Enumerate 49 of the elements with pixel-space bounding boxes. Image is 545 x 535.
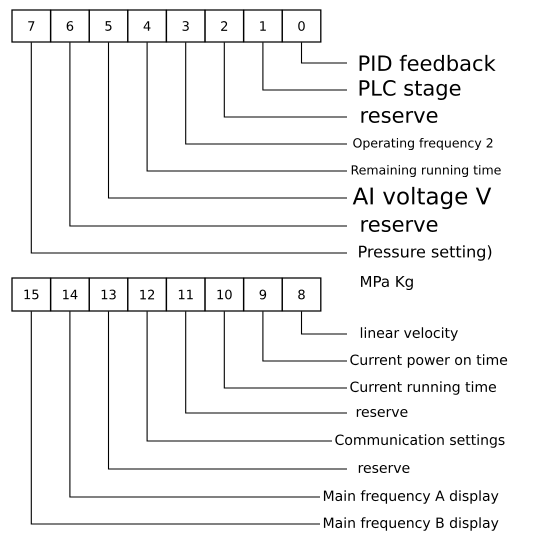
leader-line	[262, 42, 347, 91]
bit-cell: 13	[88, 277, 128, 312]
bit-cell: 11	[166, 277, 206, 312]
bit-cell: 15	[11, 277, 52, 312]
leader-line	[146, 312, 332, 442]
leader-line	[300, 312, 347, 335]
leader-line	[300, 42, 347, 64]
label-text: Operating frequency 2	[353, 138, 492, 150]
bit-cell: 12	[127, 277, 168, 312]
leader-line	[108, 312, 347, 470]
leader-line	[224, 42, 347, 118]
label-text: reserve	[361, 110, 438, 124]
leader-line	[69, 42, 347, 227]
label-text: reserve	[361, 220, 438, 232]
bit-cell: 14	[50, 277, 90, 312]
label-text: Remaining running time	[352, 164, 501, 178]
leader-line	[108, 42, 347, 199]
unit-label: MPa Kg	[361, 276, 413, 290]
leader-line	[30, 312, 320, 525]
label-text: Communication settings	[335, 434, 505, 448]
label-text: linear velocity	[360, 327, 458, 341]
bit-cell: 3	[166, 9, 206, 43]
label-text: reserve	[358, 464, 410, 474]
label-text: PLC stage	[360, 80, 460, 100]
leader-line	[262, 312, 347, 362]
label-text: Main frequency A display	[324, 490, 498, 504]
bit-cell: 0	[282, 9, 322, 43]
bit-cell: 4	[127, 9, 168, 43]
bit-cell: 1	[242, 9, 283, 43]
leader-line	[185, 42, 347, 145]
label-text: reserve	[356, 408, 408, 418]
leader-line	[185, 312, 347, 414]
bit-cell: 2	[204, 9, 244, 43]
leader-line	[30, 42, 347, 254]
leader-line	[224, 312, 347, 389]
label-text: Pressure setting)	[359, 245, 492, 261]
label-text: AI voltage V	[352, 186, 492, 210]
label-text: PID feedback	[360, 54, 496, 72]
bit-cell: 6	[50, 9, 90, 43]
label-text: Main frequency B display	[324, 517, 498, 531]
bit-cell: 5	[88, 9, 128, 43]
label-text: Current running time	[350, 381, 496, 395]
bit-cell: 8	[282, 277, 322, 312]
bit-cell: 7	[11, 9, 52, 43]
leader-line	[69, 312, 320, 498]
leader-line	[146, 42, 347, 172]
bit-cell: 9	[242, 277, 283, 312]
label-text: Current power on time	[350, 354, 508, 368]
bit-cell: 10	[204, 277, 244, 312]
